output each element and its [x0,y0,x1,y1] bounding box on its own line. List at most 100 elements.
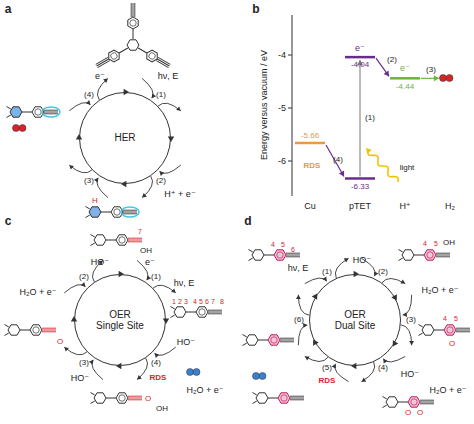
annotation-label: H₂O + e⁻ [19,288,56,297]
atom-number: 8 [220,298,224,305]
arrow-head [155,353,160,358]
annotation-label: (2) [79,273,89,281]
aromatic-circle [33,327,39,333]
arrow-head [64,347,69,351]
bond-line [398,402,408,403]
annotation-label: H₂ [445,202,455,211]
annotation-label: H₂O + e⁻ [186,386,223,395]
arrow-head [168,137,174,142]
atom-number: 4 [443,315,447,322]
triazine-ring [252,250,264,260]
reactant-arrow [335,364,349,382]
arrow-head [121,181,126,187]
phenyl-ring [274,250,286,260]
bond-line [4,333,8,336]
alkyne-bond [290,396,304,397]
bond-line [242,343,246,346]
arrow-head [163,319,169,324]
arrow-head [362,378,367,382]
catalytic-cycle: OER Single Site [74,274,166,366]
triazine-ring [386,397,398,407]
annotation-label: (3) [79,359,89,367]
arrow-head [374,271,378,276]
light-wave [368,150,398,182]
annotation-label: H⁺ [399,202,410,211]
triazine-ring [94,393,106,403]
product-arrow [153,285,176,293]
phenyl-ring [116,393,128,403]
annotation-label: (2) [378,268,388,276]
annotation-label: hν, E [288,264,309,273]
aromatic-circle [119,237,125,243]
triazine-ring [94,235,106,245]
annotation-label: OH [140,247,152,255]
catalytic-cycle: OER Dual Site [309,274,401,366]
bond-line [85,215,89,218]
arrow-head [351,363,356,369]
alkyne-bond [44,112,58,113]
alkyne-bond [286,253,300,254]
alkyne-bond [286,255,300,256]
arrow-line [376,58,389,76]
aromatic-circle [110,52,119,61]
atom-number: 5 [454,315,458,322]
bond-line [242,335,246,338]
alkyne-bond [156,61,168,68]
arrow-head [296,295,301,299]
annotation-label: H⁺ + e⁻ [164,190,195,199]
annotation-label: HO⁻ [177,338,195,347]
aromatic-circle [35,109,41,115]
cycle-arrows [296,258,414,381]
arrow-head [94,178,98,183]
alkyne-bond [128,238,142,239]
alkyne-bond [456,331,470,332]
bond-line [268,398,278,399]
phenyl-ring [116,235,128,245]
annotation-label: HO⁻ [71,374,89,383]
annotation-label: (3) [426,66,436,74]
annotation-label: HO⁻ [91,258,109,267]
arrow-head [81,282,86,287]
annotation-label: e⁻ [95,72,105,81]
annotation-label: -6.33 [351,183,369,191]
aromatic-circle [447,327,453,333]
atom-number: 4 [271,241,275,248]
atom-number: 2 [178,298,182,305]
product-arrow [305,356,328,361]
alkyne-bond [123,212,137,213]
bond-line [119,48,128,53]
annotation-label: pTET [349,202,371,211]
arrow-head [89,360,93,365]
triazine-ring [8,325,20,335]
molecule-arm [128,3,138,39]
alkyne-bond [290,399,304,400]
aromatic-circle [427,252,433,258]
annotation-label: e⁻ [355,44,365,53]
aromatic-circle [148,52,157,61]
arrow-head [384,70,389,76]
alkyne-bond [134,3,135,17]
annotation-label: O [57,338,63,346]
annotation-label: H [92,197,98,205]
molecule-fragment [252,393,304,404]
bond-line [414,255,424,256]
alkyne-bond [128,399,142,400]
annotation-label: (1) [365,114,375,122]
atom-number: 3 [184,298,188,305]
energy-diagram [288,15,439,196]
bond-line [382,397,386,400]
atom-number: 4 [423,240,427,247]
atom-number: 5 [434,240,438,247]
atom-number: 4 [193,298,197,305]
reactant-arrow [142,78,153,98]
annotation-label: (2) [387,56,397,64]
alkyne-bond [42,331,56,332]
gas-molecule [19,125,26,132]
arrow-line [360,60,361,176]
gas-molecule [446,75,453,82]
phenyl-ring [278,393,290,403]
bond-line [106,398,116,399]
annotation-label: -5 [278,104,286,113]
aromatic-circle [277,252,283,258]
atom-number: 7 [211,298,215,305]
